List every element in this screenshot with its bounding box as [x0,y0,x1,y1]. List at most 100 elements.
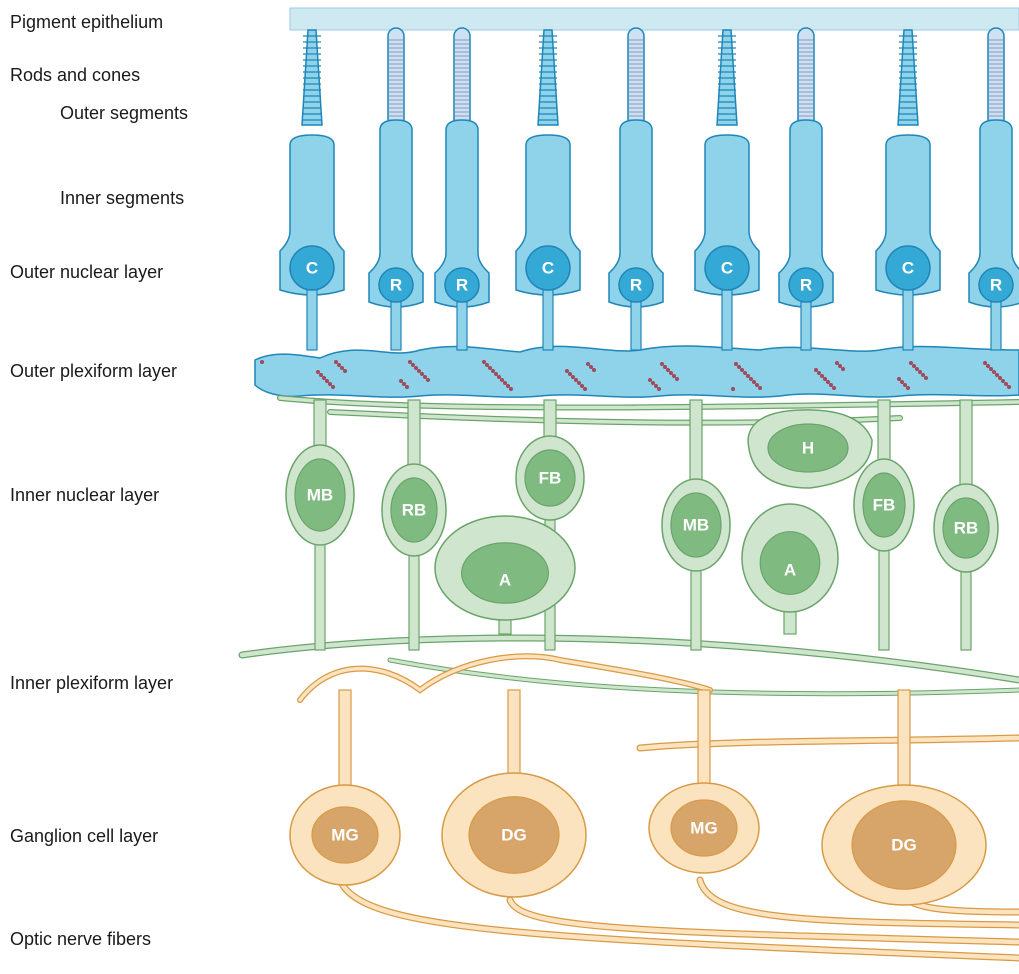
synaptic-dot [1007,385,1011,389]
synaptic-dot [494,372,498,376]
synaptic-dot [666,368,670,372]
synaptic-dot [316,370,320,374]
synaptic-dot [589,365,593,369]
synaptic-dot [897,377,901,381]
photoreceptor-label: C [542,259,554,278]
synaptic-dot [260,360,264,364]
synaptic-dot [488,366,492,370]
bipolar-dendrite [408,400,420,469]
synaptic-dot [912,364,916,368]
bipolar-label: MB [307,486,333,505]
photoreceptor-axon [631,302,641,350]
synaptic-dot [571,375,575,379]
synaptic-dot [900,380,904,384]
bipolar-axon [409,551,419,650]
ganglion-cell-mg: MG [290,690,400,885]
synaptic-dot [503,381,507,385]
synaptic-dot [506,384,510,388]
bipolar-cell-rb: RB [934,400,998,650]
ganglion-label: MG [690,819,717,838]
synaptic-dot [651,381,655,385]
synaptic-dot [663,365,667,369]
synaptic-dot [921,373,925,377]
photoreceptor-axon [903,290,913,350]
rod-cell: R [969,28,1019,350]
amacrine-label: A [784,561,796,580]
synaptic-dot [660,362,664,366]
ganglion-dendrite [898,690,910,790]
photoreceptor-label: R [630,276,642,295]
synaptic-dot [414,366,418,370]
bipolar-label: RB [954,519,979,538]
synaptic-dot [669,371,673,375]
cone-cell: C [876,30,940,350]
synaptic-dot [752,380,756,384]
rod-cell: R [435,28,489,350]
photoreceptor-label: R [800,276,812,295]
photoreceptor-label: R [990,276,1002,295]
synaptic-dot [749,377,753,381]
ganglion-dendrite [508,690,520,778]
synaptic-dot [838,364,842,368]
bipolar-axon [961,567,971,650]
synaptic-dot [746,374,750,378]
photoreceptor-axon [801,302,811,350]
synaptic-dot [343,369,347,373]
synaptic-dot [500,378,504,382]
bipolar-label: FB [539,469,562,488]
bipolar-axon [315,540,325,650]
synaptic-dot [491,369,495,373]
synaptic-dot [337,363,341,367]
synaptic-dot [814,368,818,372]
synaptic-dot [906,386,910,390]
synaptic-dot [322,376,326,380]
cone-cell: C [695,30,759,350]
ganglion-label: MG [331,826,358,845]
synaptic-dot [983,361,987,365]
ganglion-dendrite [698,690,710,788]
synaptic-dot [319,373,323,377]
synaptic-dot [924,376,928,380]
synaptic-dot [1001,379,1005,383]
bipolar-dendrite [878,400,890,464]
synaptic-dot [328,382,332,386]
ganglion-label: DG [891,836,917,855]
synaptic-dot [417,369,421,373]
synaptic-dot [423,375,427,379]
pigment-epithelium-band [290,8,1019,30]
photoreceptor-axon [307,290,317,350]
synaptic-dot [989,367,993,371]
synaptic-dot [737,365,741,369]
horizontal-label: H [802,439,814,458]
synaptic-dot [918,370,922,374]
photoreceptor-label: R [456,276,468,295]
synaptic-dot [426,378,430,382]
ganglion-cell-mg: MG [649,690,759,873]
rod-cell: R [609,28,663,350]
bipolar-dendrite [960,400,972,489]
synaptic-dot [482,360,486,364]
bipolar-label: FB [873,496,896,515]
photoreceptor-axon [543,290,553,350]
synaptic-dot [408,360,412,364]
synaptic-dot [998,376,1002,380]
synaptic-dot [832,386,836,390]
synaptic-dot [509,387,513,391]
synaptic-dot [743,371,747,375]
synaptic-dot [1004,382,1008,386]
ganglion-cell-dg: DG [442,690,586,897]
synaptic-dot [592,368,596,372]
synaptic-dot [574,378,578,382]
synaptic-dot [325,379,329,383]
synaptic-dot [731,387,735,391]
photoreceptor-axon [722,290,732,350]
synaptic-dot [399,379,403,383]
photoreceptor-label: R [390,276,402,295]
synaptic-dot [420,372,424,376]
synaptic-dot [334,360,338,364]
bipolar-dendrite [314,400,326,450]
synaptic-dot [580,384,584,388]
synaptic-dot [820,374,824,378]
amacrine-cell: A [742,504,838,634]
synaptic-dot [648,378,652,382]
